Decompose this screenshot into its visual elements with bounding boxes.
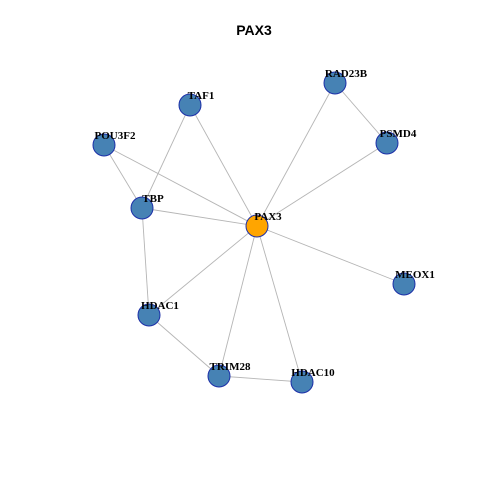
edge-taf1-tbp [141,104,191,209]
node-label-pou3f2: POU3F2 [95,130,136,142]
node-hdac1[interactable] [137,303,161,327]
edge-pax3-rad23b [256,82,336,227]
node-tbp[interactable] [130,196,154,220]
node-label-meox1: MEOX1 [395,269,435,281]
node-pax3[interactable] [245,214,269,238]
edge-pax3-meox1 [256,225,405,285]
node-label-tbp: TBP [142,193,164,205]
node-label-psmd4: PSMD4 [380,128,417,140]
node-label-rad23b: RAD23B [325,68,368,80]
node-psmd4[interactable] [375,131,399,155]
edge-tbp-hdac1 [141,207,150,316]
node-taf1[interactable] [178,93,202,117]
node-trim28[interactable] [207,364,231,388]
node-meox1[interactable] [392,272,416,296]
edge-pax3-hdac10 [256,225,303,383]
edge-layer [103,82,405,383]
edge-pax3-tbp [141,207,258,227]
node-label-trim28: TRIM28 [210,361,251,373]
edge-pax3-psmd4 [256,142,388,227]
edge-pax3-hdac1 [148,225,258,316]
edge-pax3-trim28 [218,225,258,377]
edge-pax3-taf1 [189,104,258,227]
edge-pou3f2-tbp [103,144,143,209]
edge-hdac1-trim28 [148,314,220,377]
node-label-pax3: PAX3 [254,211,282,223]
node-rad23b[interactable] [323,71,347,95]
node-label-hdac10: HDAC10 [291,367,335,379]
edge-rad23b-psmd4 [334,82,388,144]
node-pou3f2[interactable] [92,133,116,157]
edge-trim28-hdac10 [218,375,303,383]
node-hdac10[interactable] [290,370,314,394]
node-layer [92,71,416,394]
diagram-title: PAX3 [236,22,272,38]
node-label-taf1: TAF1 [188,90,215,102]
edge-pax3-pou3f2 [103,144,258,227]
node-label-hdac1: HDAC1 [141,300,179,312]
